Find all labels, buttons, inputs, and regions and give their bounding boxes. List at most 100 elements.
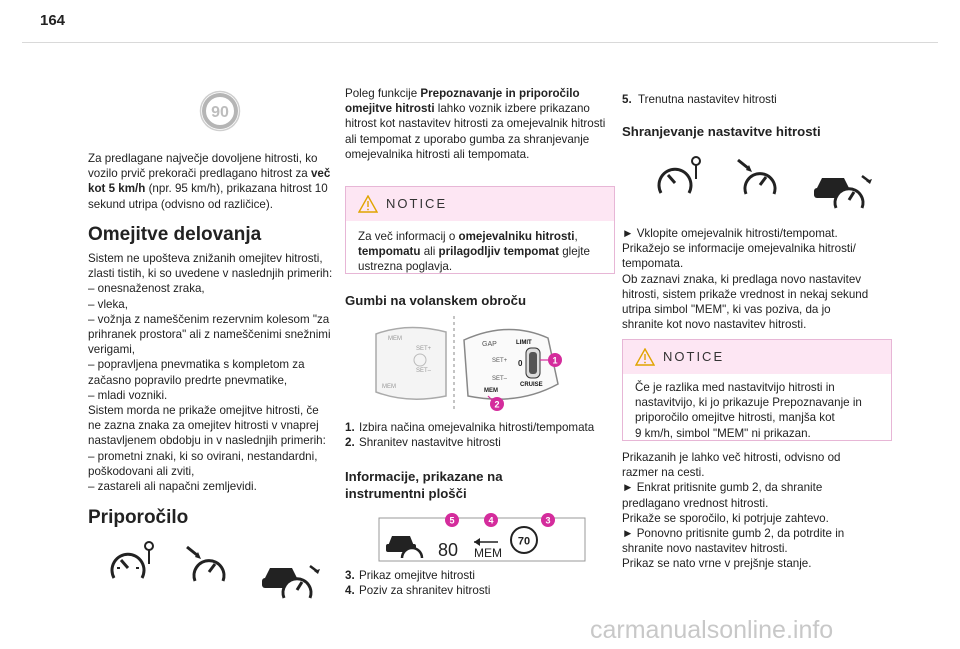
steering-wheel-controls-diagram: MEM SET+ SET– MEM GAP LIMIT 0 SET+ SET– … — [375, 316, 562, 412]
text-line: shranite kot novo nastavitev hitrosti. — [622, 318, 807, 332]
text-line: – mladi vozniki. — [88, 388, 168, 402]
cluster-list: 3. Prikaz omejitve hitrosti 4.Poziv za sh… — [345, 568, 615, 598]
notice-title: NOTICE — [663, 349, 725, 364]
text-line: zlasti tistih, ki so uvedene v naslednji… — [88, 267, 333, 281]
callout-1-label: 1 — [552, 356, 557, 366]
text-line: Prikažejo se informacije omejevalnika hi… — [622, 242, 856, 256]
list-text: Trenutna nastavitev hitrosti — [638, 93, 777, 106]
speedometer-limit-icon — [657, 156, 701, 194]
final-text: Prikazanih je lahko več hitrosti, odvisn… — [622, 450, 922, 572]
list-item: 2. Shranitev nastavitve hitrosti — [345, 435, 620, 450]
heading-wheel-buttons: Gumbi na volanskem obroču — [345, 293, 526, 308]
list-item: 5. Trenutna nastavitev hitrosti — [622, 92, 912, 107]
list-number: 5. — [622, 93, 632, 106]
notice-text: Za več informacij o omejevalniku hitrost… — [346, 221, 614, 283]
text-line: ► Vklopite omejevalnik hitrosti/tempomat… — [622, 227, 838, 240]
text-line: predlagano vrednost hitrosti. — [622, 496, 769, 510]
intro-text-bold: Prepoznavanje in priporočilo omejitve hi… — [345, 87, 580, 116]
warning-icon — [358, 195, 378, 213]
notice-header: NOTICE — [346, 187, 614, 221]
list-number: 3. — [345, 569, 355, 582]
list-text: Izbira načina omejevalnika hitrosti/temp… — [359, 421, 595, 434]
text-line: – vožnja z nameščenim rezervnim kolesom … — [88, 312, 330, 326]
speed-sign-value: 90 — [211, 104, 229, 121]
heading-line: Informacije, prikazane na — [345, 469, 503, 484]
notice-text-sep: , — [574, 230, 578, 243]
text-line: poškodovani ali zviti, — [88, 464, 195, 478]
notice-box-2: NOTICE Če je razlika med nastavitvijo hi… — [622, 339, 892, 441]
wheel-mem-label-left: MEM — [388, 336, 402, 342]
text-line: Prikaz se nato vrne v prejšnje stanje. — [622, 557, 812, 571]
list-text: Shranitev nastavitve hitrosti — [359, 436, 501, 450]
text-line: – prometni znaki, ki so ovirani, nestand… — [88, 449, 318, 463]
intro-text-a: Poleg funkcije — [345, 87, 421, 100]
text-line: tempomata. — [622, 257, 684, 271]
text-line: shranite novo nastavitev hitrosti. — [622, 542, 788, 556]
notice-text-bold: prilagodljiv tempomat — [438, 245, 559, 259]
callout-5 — [445, 513, 459, 527]
wheel-mem-label-left2: MEM — [382, 384, 396, 390]
cluster-sign-value: 70 — [518, 536, 530, 548]
buttons-list: 1.Izbira načina omejevalnika hitrosti/te… — [345, 420, 620, 450]
text-line: – popravljena pnevmatika s kompletom za — [88, 358, 305, 372]
footer-watermark[interactable]: carmanualsonline.info — [590, 616, 834, 644]
heading-line: instrumentni plošči — [345, 486, 467, 501]
text-line: nastavljenem obdobju in v naslednjih pri… — [88, 434, 326, 448]
text-line: začasno popravilo predrte pnevmatike, — [88, 373, 288, 387]
intro-text-bold: več kot 5 km/h — [88, 167, 331, 196]
text-line: hitrosti, sistem prikaže vrednost in nek… — [622, 287, 869, 301]
callout-1 — [548, 353, 562, 367]
text-line: prihranek prostora" ali z nameščenimi sn… — [88, 328, 331, 342]
notice-text-b: glejte ustrezna poglavja. — [358, 245, 590, 274]
wheel-zero-label: 0 — [518, 359, 523, 368]
saving-text: ► Vklopite omejevalnik hitrosti/tempomat… — [622, 226, 922, 332]
wheel-set-minus-left: SET– — [416, 368, 432, 374]
text-line: 9 km/h, simbol "MEM" ni prikazan. — [635, 426, 811, 440]
speed-limit-sign-icon: 90 — [199, 90, 241, 132]
operation-limits-text: Sistem ne upošteva znižanih omejitev hit… — [88, 251, 350, 494]
callout-2-label: 2 — [494, 400, 499, 410]
text-line: ► Enkrat pritisnite gumb 2, da shranite — [622, 481, 823, 495]
list-text: Prikaz omejitve hitrosti — [359, 569, 475, 582]
wheel-set-plus-right: SET+ — [492, 358, 508, 364]
wheel-set-plus-left: SET+ — [416, 346, 432, 352]
callout-5-label: 5 — [449, 516, 454, 526]
text-line: razmer na cesti. — [622, 466, 705, 480]
intro-paragraph: Za predlagane največje dovoljene hitrost… — [88, 151, 343, 212]
text-line: utripa simbol "MEM", ki vas poziva, da j… — [622, 303, 831, 317]
text-line: – zastareli ali napačni zemljevidi. — [88, 480, 257, 494]
text-line: ne zazna znaka za omejitev hitrosti v vn… — [88, 419, 319, 433]
list-item: 4.Poziv za shranitev hitrosti — [345, 583, 615, 598]
text-line: Prikazanih je lahko več hitrosti, odvisn… — [622, 451, 841, 464]
text-line: ► Ponovno pritisnite gumb 2, da potrdite… — [622, 527, 845, 541]
text-line: priporočilo omejitve hitrosti, manjša ko… — [635, 411, 835, 425]
wheel-gap-label: GAP — [482, 341, 497, 348]
text-line: Sistem morda ne prikaže omejitve hitrost… — [88, 404, 319, 418]
text-line: Če je razlika med nastavitvijo hitrosti … — [635, 381, 835, 394]
cluster-mem: MEM — [474, 546, 502, 560]
intro-text-a: Za predlagane največje dovoljene hitrost… — [88, 152, 318, 181]
wheel-limit-label: LIMIT — [516, 340, 532, 346]
text-line: – vleka, — [88, 297, 128, 311]
warning-icon — [635, 348, 655, 366]
adaptive-cruise-icon — [262, 565, 320, 599]
callout-3 — [541, 513, 555, 527]
text-line: nastavitvijo, ki jo prikazuje Prepoznava… — [635, 396, 862, 410]
notice-text-bold: tempomatu — [358, 245, 421, 259]
wheel-mem-label-right: MEM — [484, 388, 498, 394]
callout-4-label: 4 — [488, 516, 493, 526]
list-number: 4. — [345, 584, 355, 598]
list-number: 2. — [345, 436, 355, 450]
page-number: 164 — [40, 12, 66, 29]
speedometer-cruise-icon — [186, 545, 226, 582]
callout-2 — [490, 397, 504, 411]
text-line: verigami, — [88, 343, 136, 357]
notice-text-a: Za več informacij o — [358, 230, 459, 243]
callout-4 — [484, 513, 498, 527]
text-line: Sistem ne upošteva znižanih omejitev hit… — [88, 252, 323, 265]
heading-cluster-info: Informacije, prikazane na instrumentni p… — [345, 468, 503, 502]
col2-intro: Poleg funkcije Prepoznavanje in priporoč… — [345, 86, 607, 162]
instrument-cluster-display: 80 MEM 70 5 4 3 — [378, 513, 586, 562]
notice-title: NOTICE — [386, 196, 448, 211]
list-item: 3. Prikaz omejitve hitrosti — [345, 568, 615, 583]
